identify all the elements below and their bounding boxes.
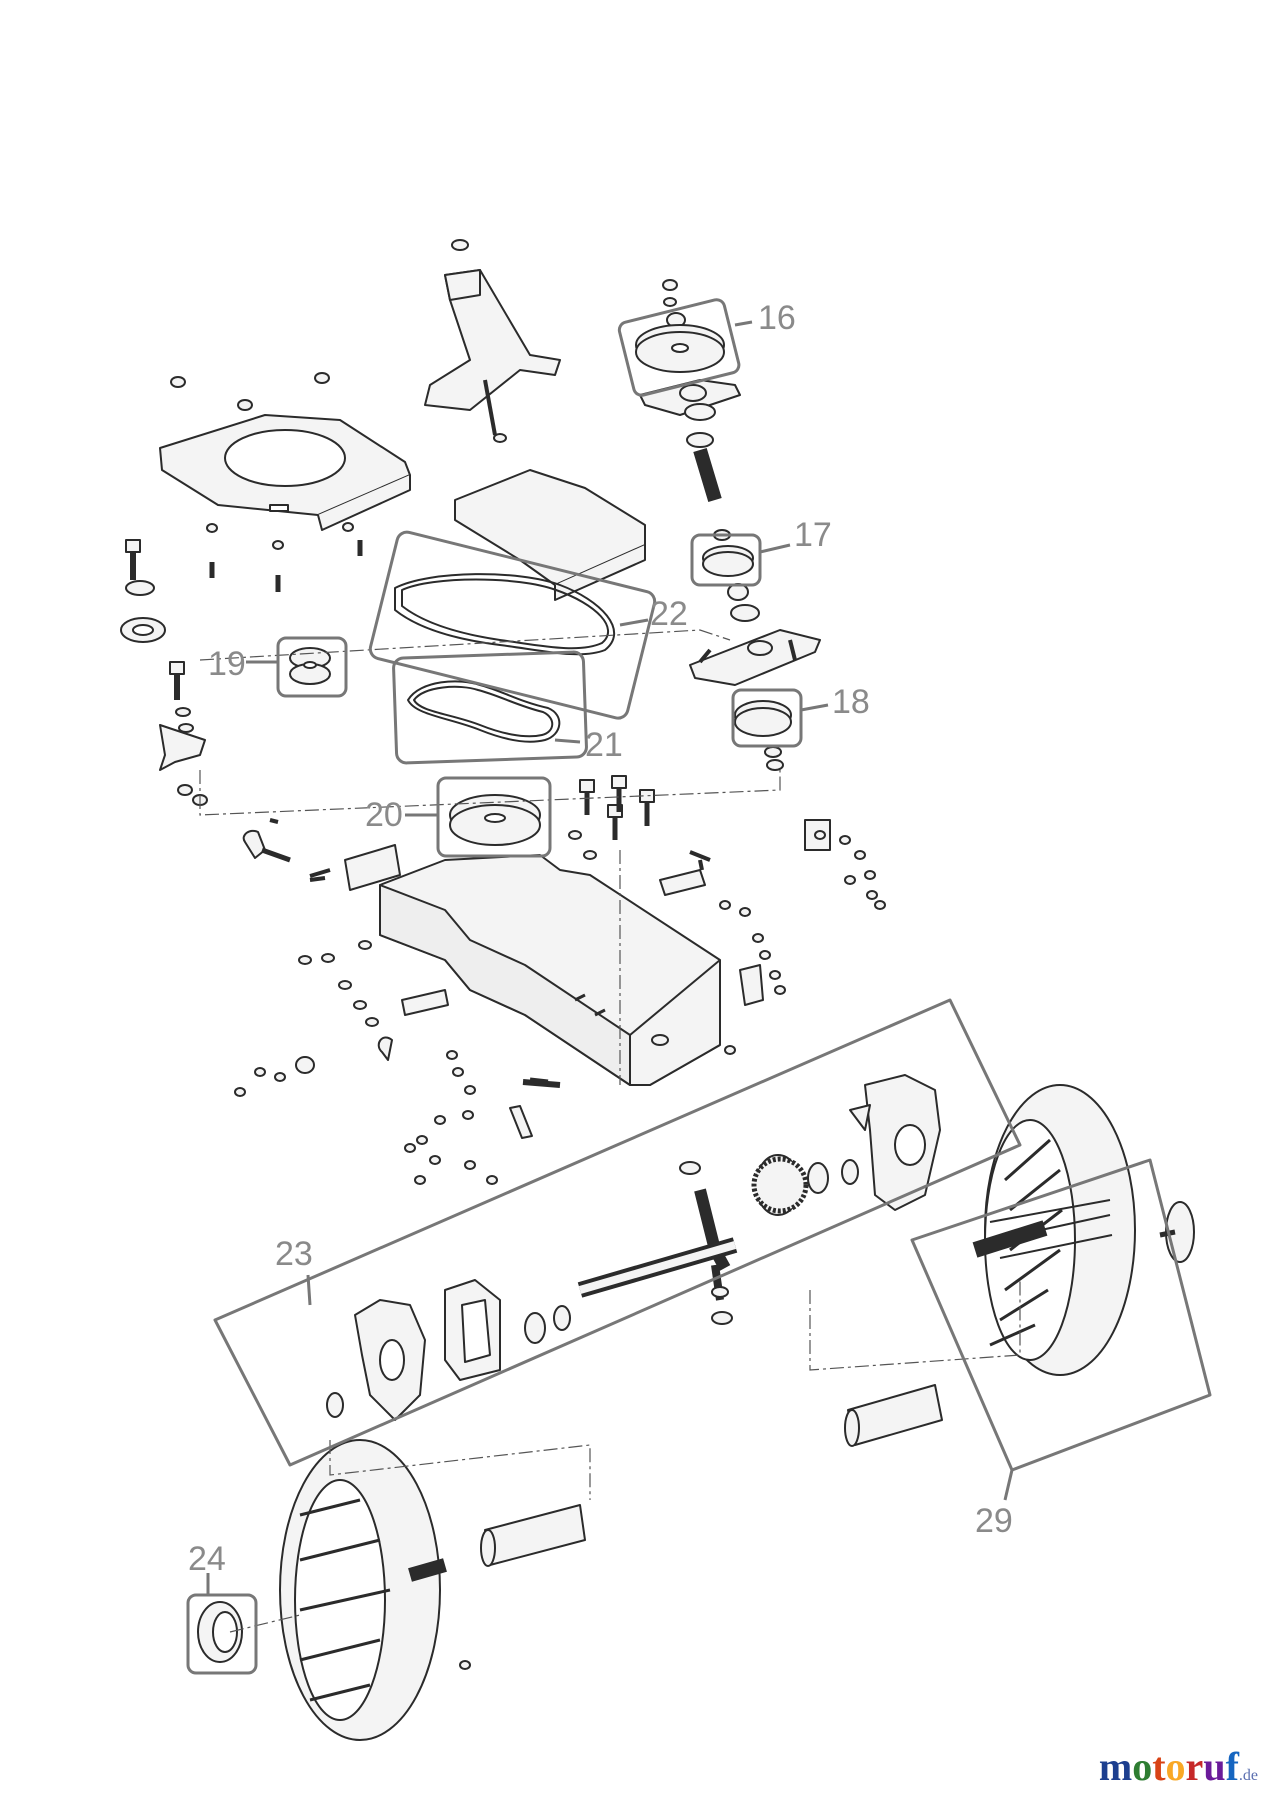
callout-21: 21 [585,726,623,764]
callout-29: 29 [975,1502,1013,1540]
drive-pulley-20 [449,794,541,846]
callout-23: 23 [275,1235,313,1273]
callout-18: 18 [832,683,870,721]
v-belts [394,573,616,743]
belt-guard-cover [454,469,646,601]
watermark-suffix: .de [1238,1767,1258,1784]
callout-17: 17 [794,516,832,554]
chassis-frame [242,819,831,1139]
engine-plate [159,414,411,531]
right-wheel [972,1084,1195,1376]
pulley-17 [702,545,760,622]
alignment-lines [199,629,1021,1633]
output-gear [751,1156,809,1214]
left-wheel [197,1439,471,1741]
callout-20: 20 [365,796,403,834]
callout-19: 19 [208,645,246,683]
callout-16: 16 [758,299,796,337]
callout-24: 24 [188,1540,226,1578]
spacer-sleeves [480,1384,943,1567]
callout-boxes [186,298,1212,1675]
callout-22: 22 [650,595,688,633]
gearbox-assembly [326,1074,941,1421]
fasteners [120,372,655,860]
watermark-text: motoruf [1098,1744,1239,1789]
pulley-16-assembly [635,279,741,541]
upper-bracket [424,239,561,443]
callout-labels: 16 17 18 19 20 21 22 23 24 29 [188,299,1013,1578]
watermark-logo: motoruf.de [1099,1743,1258,1790]
pulley-18-assembly [689,629,821,771]
chassis-hardware [234,818,886,1185]
